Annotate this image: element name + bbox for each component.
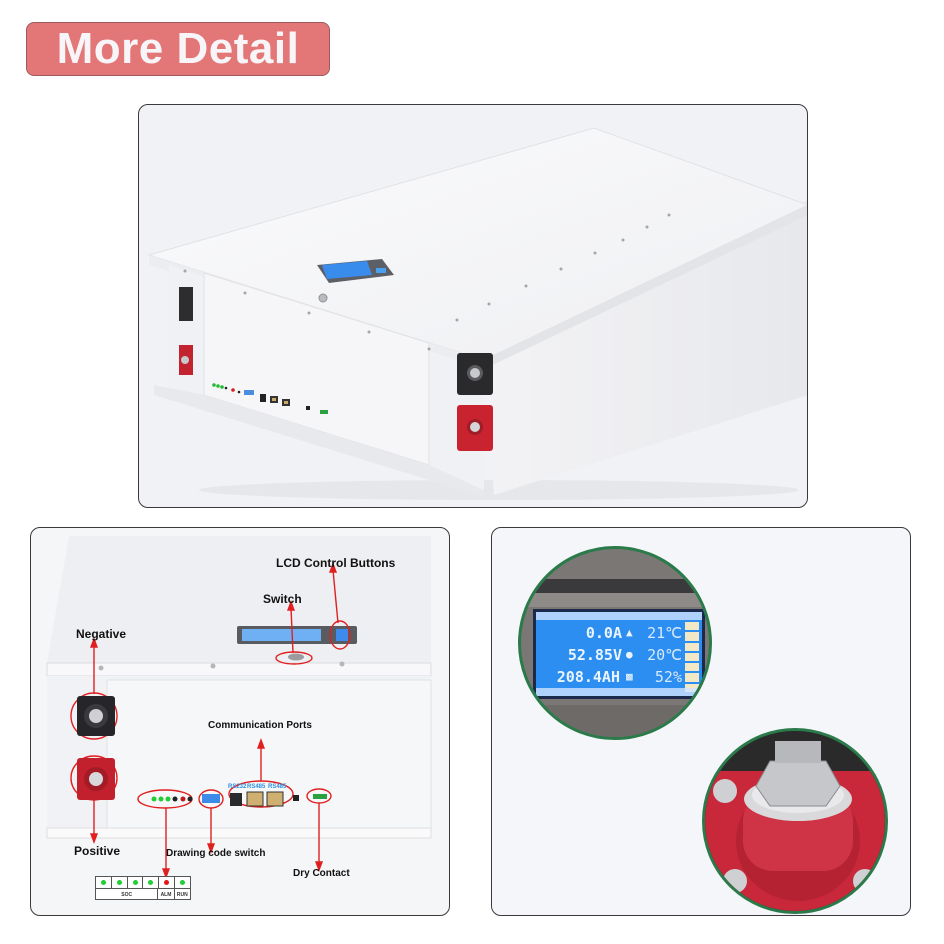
battery-overview-panel [138, 104, 808, 508]
lcd-status-bar [536, 612, 702, 620]
soc-led-3 [132, 880, 138, 885]
label-dry-contact: Dry Contact [293, 868, 350, 879]
label-drawing-code-switch: Drawing code switch [166, 848, 266, 859]
lcd-module [317, 259, 394, 283]
label-lcd-control-buttons: LCD Control Buttons [276, 556, 396, 570]
lcd-cell-bars [685, 622, 699, 692]
more-detail-badge: More Detail [26, 22, 330, 76]
label-communication-ports: Communication Ports [208, 720, 312, 731]
lcd-bottom-bar [536, 688, 702, 696]
lcd-zoom-circle: 0.0A ▲ 21℃ 52.85V ● 20℃ 208.4AH ▩ 52% [518, 546, 712, 740]
label-switch: Switch [263, 592, 302, 606]
positive-terminal-render [705, 731, 885, 911]
lcd-screen: 0.0A ▲ 21℃ 52.85V ● 20℃ 208.4AH ▩ 52% [533, 609, 705, 699]
annotated-detail-panel: LCD Control Buttons Switch Negative Comm… [30, 527, 450, 916]
port-label-rs485-2: RS485 [268, 784, 287, 790]
bell-icon: ▲ [626, 626, 633, 639]
lcd-row-capacity: 208.4AH ▩ 52% [556, 668, 682, 686]
run-label: RUN [176, 891, 188, 898]
battery-icon: ▩ [626, 670, 633, 683]
soc-led-4 [148, 880, 154, 885]
lock-icon: ● [626, 648, 633, 661]
front-ports [212, 383, 328, 414]
alm-led [164, 880, 170, 885]
indicator-legend-table: SOC ALM RUN [95, 876, 191, 900]
run-led [180, 880, 186, 885]
alm-label: ALM [158, 889, 175, 900]
port-label-rs485-1: RS485 [247, 784, 266, 790]
label-positive: Positive [74, 844, 121, 858]
zoom-detail-panel: 0.0A ▲ 21℃ 52.85V ● 20℃ 208.4AH ▩ 52% [491, 527, 911, 916]
battery-render [147, 127, 807, 500]
port-label-rs232: RS232 [228, 784, 247, 790]
soc-led-1 [100, 880, 106, 885]
label-negative: Negative [76, 627, 127, 641]
soc-led-2 [116, 880, 122, 885]
detail-render [46, 536, 432, 879]
soc-label: SOC [96, 889, 159, 900]
terminal-zoom-circle [702, 728, 888, 914]
lcd-row-voltage: 52.85V ● 20℃ [567, 646, 682, 664]
lcd-row-current: 0.0A ▲ 21℃ [585, 624, 682, 642]
